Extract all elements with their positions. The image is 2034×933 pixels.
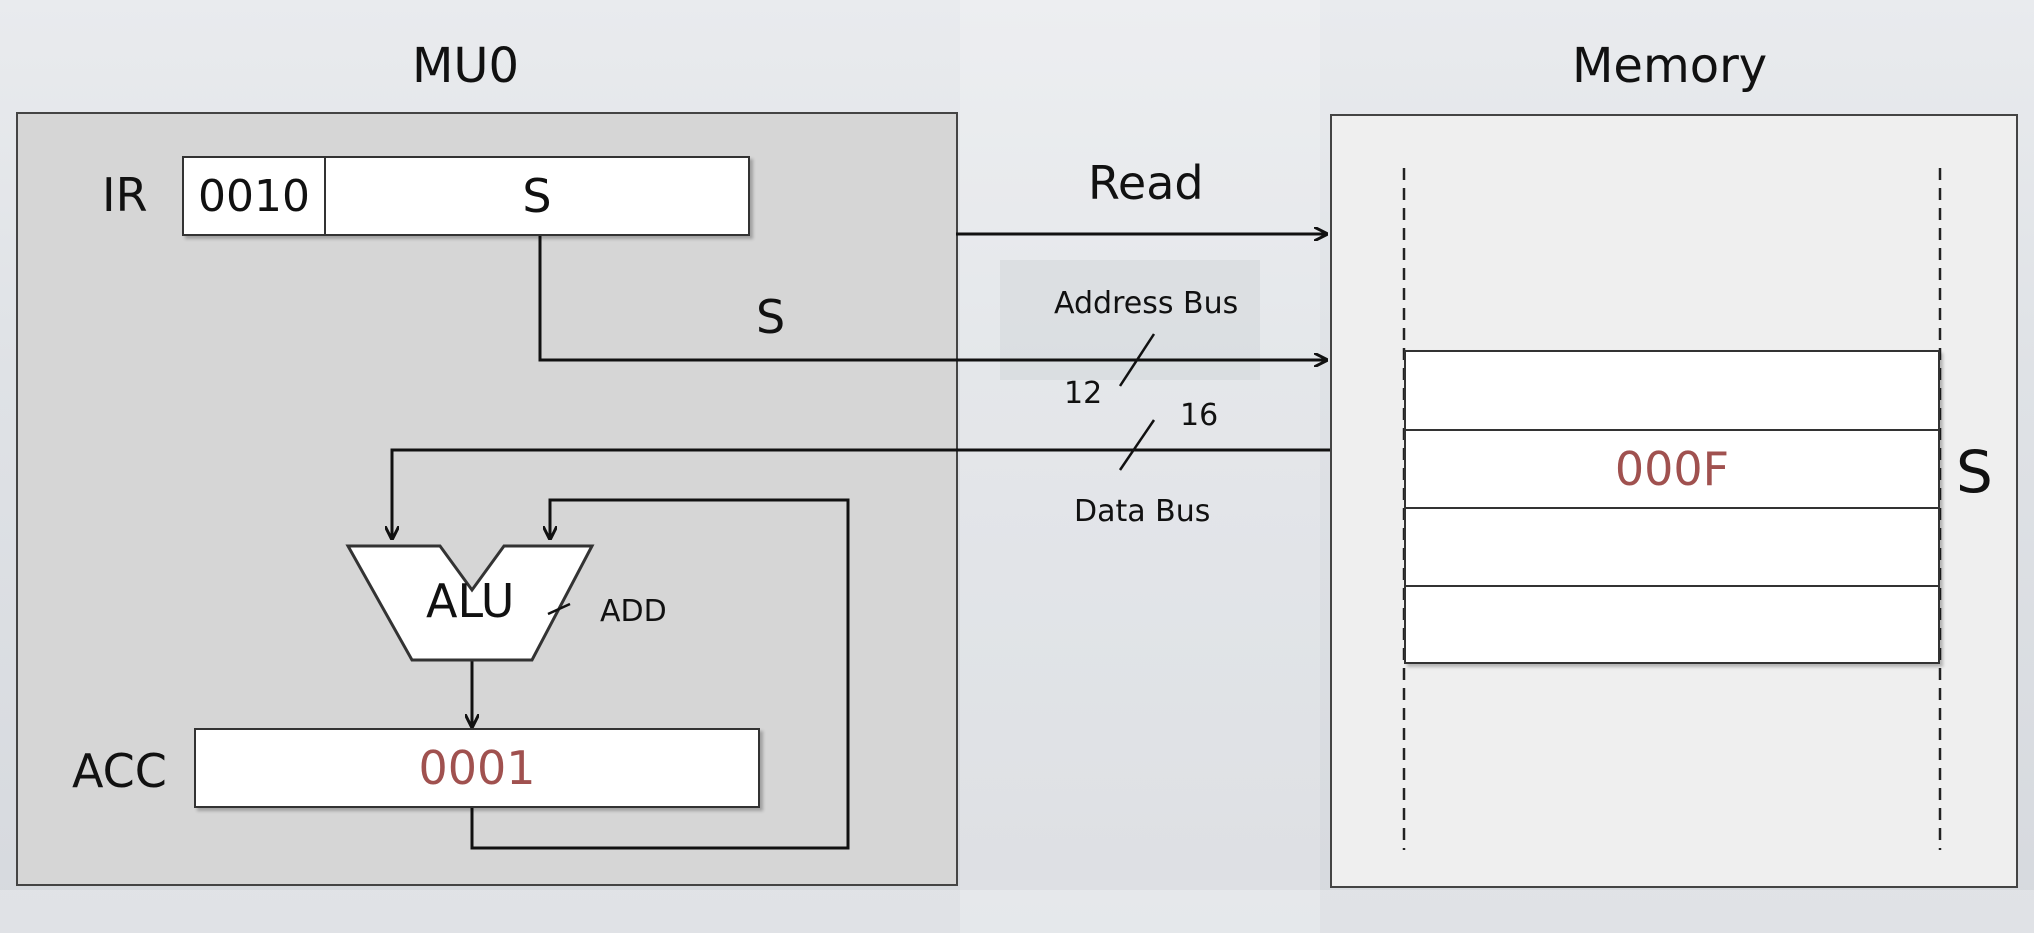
alu-shape <box>345 544 595 662</box>
address-bus-slash <box>1118 333 1156 387</box>
memory-row <box>1406 352 1938 431</box>
ir-register: 0010 S <box>182 156 750 236</box>
memory-row <box>1406 587 1938 664</box>
memory-row-value: 000F <box>1614 442 1730 496</box>
acc-register: 0001 <box>194 728 760 808</box>
alu-label: ALU <box>426 574 515 628</box>
memory-title: Memory <box>1572 38 1768 94</box>
data-bus-slash <box>1118 419 1156 471</box>
data-bus-label: Data Bus <box>1074 494 1211 529</box>
data-bus-line <box>392 448 1330 538</box>
address-bus-line <box>538 236 1326 360</box>
address-bus-width: 12 <box>1064 376 1103 411</box>
address-bus-label: Address Bus <box>1054 286 1239 321</box>
ir-operand-field: S <box>522 169 552 223</box>
acc-label: ACC <box>72 744 167 798</box>
memory-row-pointer-label: S <box>1956 438 1993 506</box>
mu0-title: MU0 <box>412 38 520 94</box>
memory-row <box>1406 509 1938 587</box>
acc-value: 0001 <box>418 741 536 795</box>
acc-feedback-line <box>470 498 850 850</box>
alu-operation-label: ADD <box>600 594 667 629</box>
data-bus-width: 16 <box>1180 398 1219 433</box>
address-s-label: S <box>756 290 786 344</box>
alu-op-line <box>547 602 571 616</box>
ir-label: IR <box>102 168 148 222</box>
ir-opcode-field: 0010 <box>184 158 326 234</box>
memory-rows: 000F <box>1404 350 1940 664</box>
memory-row: 000F <box>1406 431 1938 509</box>
read-signal-label: Read <box>1088 156 1204 210</box>
